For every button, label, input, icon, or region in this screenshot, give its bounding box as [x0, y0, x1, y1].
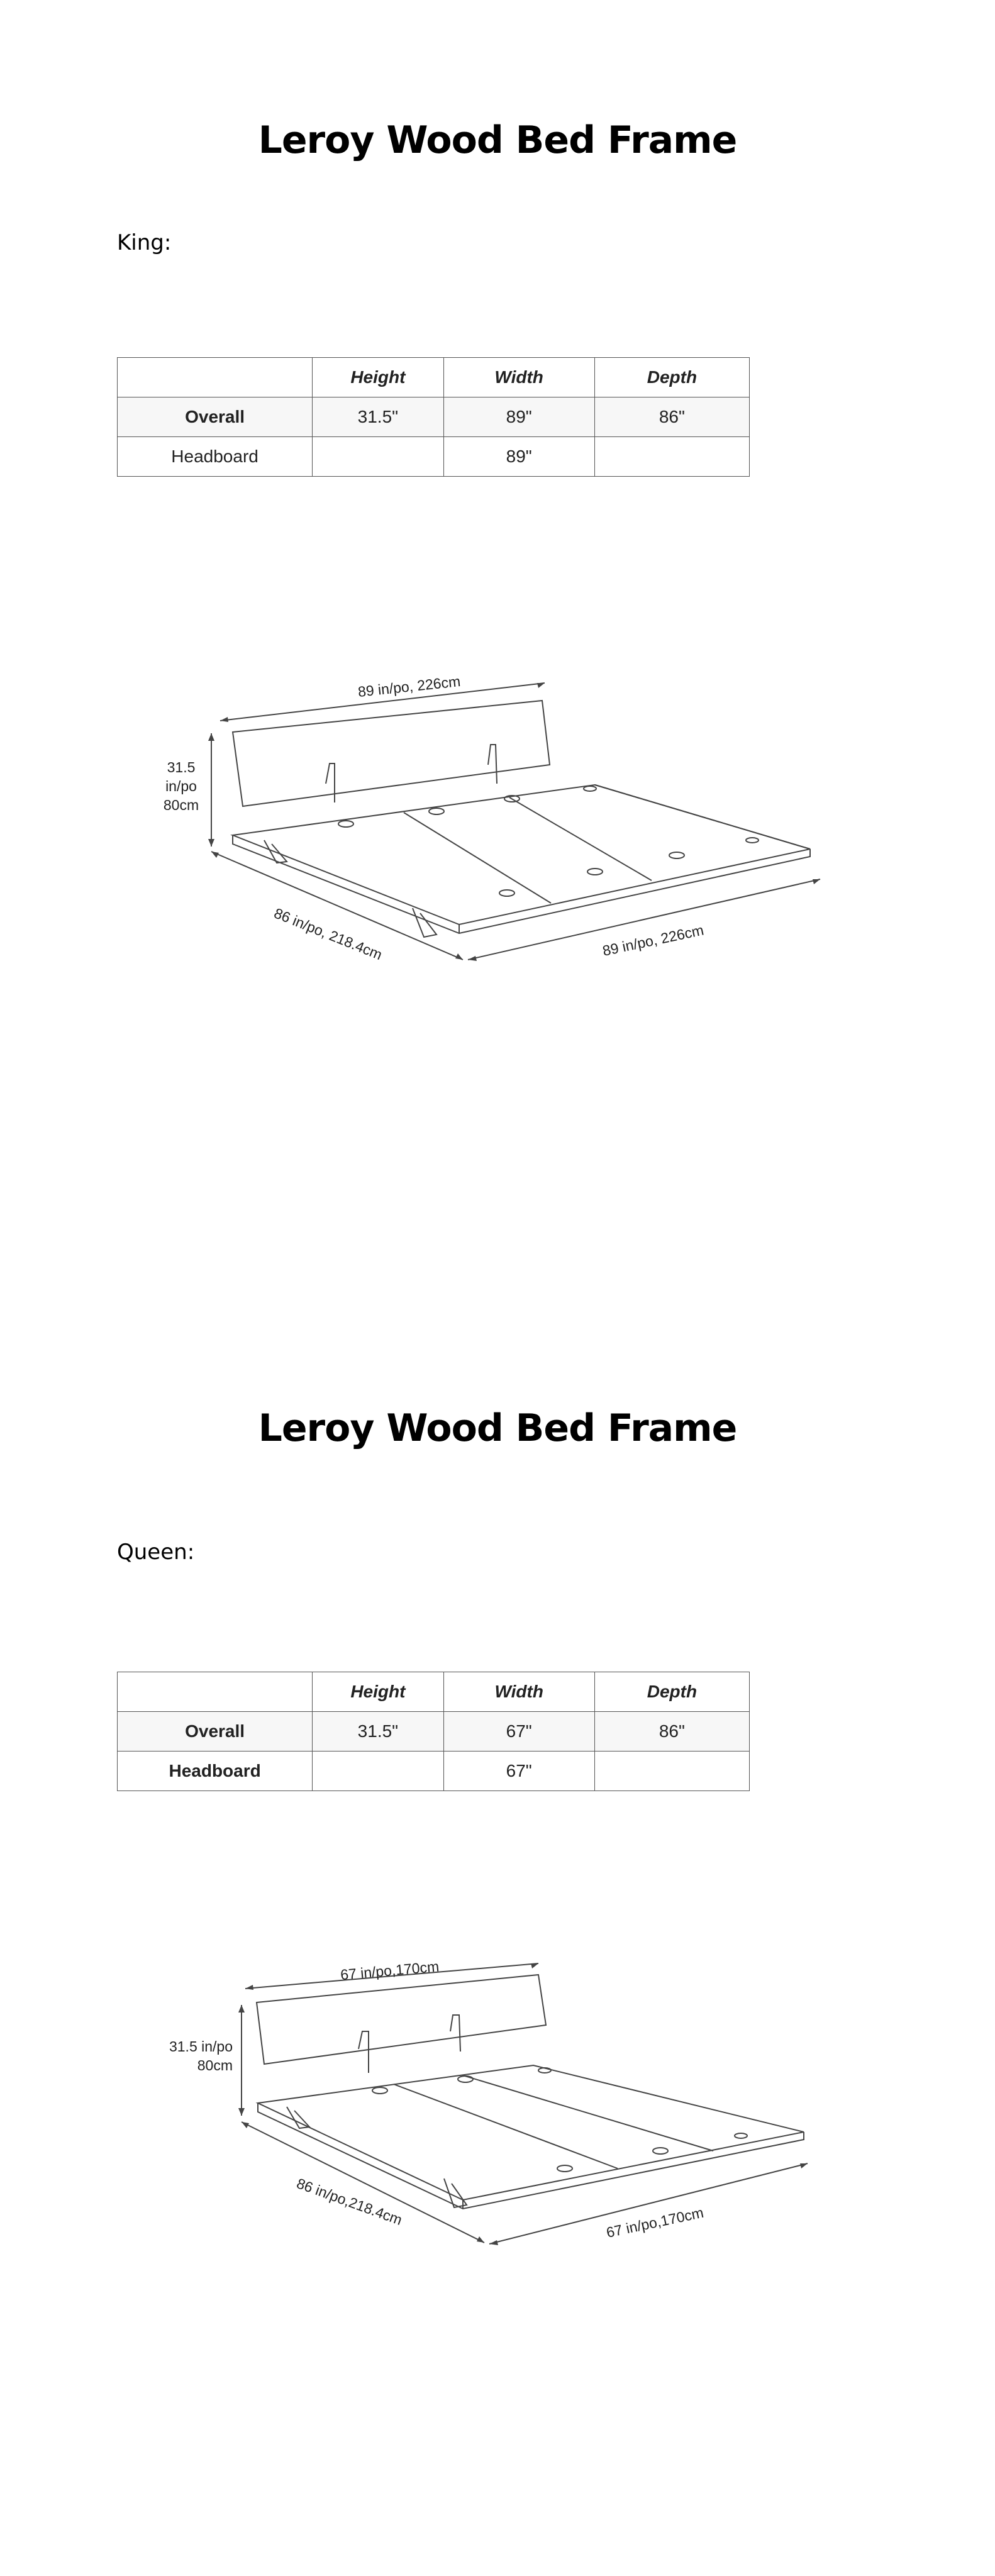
cell-height [312, 436, 444, 477]
dimensions-table-queen: Height Width Depth Overall 31.5" 67" 86"… [116, 1672, 750, 1791]
height-label-line1: 31.5 [167, 759, 196, 775]
header-cell-depth: Depth [594, 1672, 750, 1712]
header-cell-height: Height [312, 1672, 444, 1712]
cell-depth: 86" [594, 1711, 750, 1752]
bed-diagram-king: 89 in/po, 226cm 31.5 in/po 80cm 86 in/po… [164, 673, 830, 1006]
header-cell-empty [116, 1672, 313, 1712]
table-header-row: Height Width Depth [116, 1672, 750, 1712]
header-cell-empty [116, 357, 313, 397]
table-row: Headboard 89" [116, 436, 750, 477]
table-row: Overall 31.5" 89" 86" [116, 397, 750, 437]
cell-depth: 86" [594, 397, 750, 437]
bed-frame-illustration: 67 in/po,170cm 31.5 in/po 80cm 86 in/po,… [169, 1958, 808, 2245]
row-label: Headboard [116, 436, 313, 477]
cell-depth [594, 1751, 750, 1791]
page-title: Leroy Wood Bed Frame [258, 118, 738, 162]
header-cell-depth: Depth [594, 357, 750, 397]
cell-height: 31.5" [312, 397, 444, 437]
table-row: Overall 31.5" 67" 86" [116, 1711, 750, 1752]
front-width-label: 67 in/po,170cm [605, 2204, 705, 2241]
table-row: Headboard 67" [116, 1751, 750, 1791]
headboard-width-label: 67 in/po,170cm [340, 1958, 440, 1983]
cell-width: 89" [443, 397, 595, 437]
row-label: Headboard [116, 1751, 313, 1791]
cell-width: 67" [443, 1751, 595, 1791]
height-label-line1: 31.5 in/po [169, 2038, 233, 2055]
size-label-queen: Queen: [117, 1540, 195, 1565]
header-cell-width: Width [443, 1672, 595, 1712]
depth-label: 86 in/po,218.4cm [294, 2175, 404, 2228]
cell-width: 67" [443, 1711, 595, 1752]
row-label: Overall [116, 397, 313, 437]
size-label-king: King: [117, 230, 172, 255]
height-label-line3: 80cm [164, 797, 199, 813]
depth-label: 86 in/po, 218.4cm [272, 905, 384, 963]
bed-frame-illustration: 89 in/po, 226cm 31.5 in/po 80cm 86 in/po… [164, 673, 821, 963]
header-cell-height: Height [312, 357, 444, 397]
row-label: Overall [116, 1711, 313, 1752]
height-label-line2: in/po [165, 778, 197, 794]
front-width-label: 89 in/po, 226cm [601, 921, 706, 958]
header-cell-width: Width [443, 357, 595, 397]
table-header-row: Height Width Depth [116, 357, 750, 397]
cell-depth [594, 436, 750, 477]
cell-width: 89" [443, 436, 595, 477]
cell-height [312, 1751, 444, 1791]
height-label-line2: 80cm [197, 2057, 233, 2074]
dimensions-table-king: Height Width Depth Overall 31.5" 89" 86"… [116, 357, 750, 477]
cell-height: 31.5" [312, 1711, 444, 1752]
page-title: Leroy Wood Bed Frame [258, 1406, 738, 1450]
bed-diagram-queen: 67 in/po,170cm 31.5 in/po 80cm 86 in/po,… [169, 1958, 830, 2288]
headboard-width-label: 89 in/po, 226cm [357, 673, 461, 700]
